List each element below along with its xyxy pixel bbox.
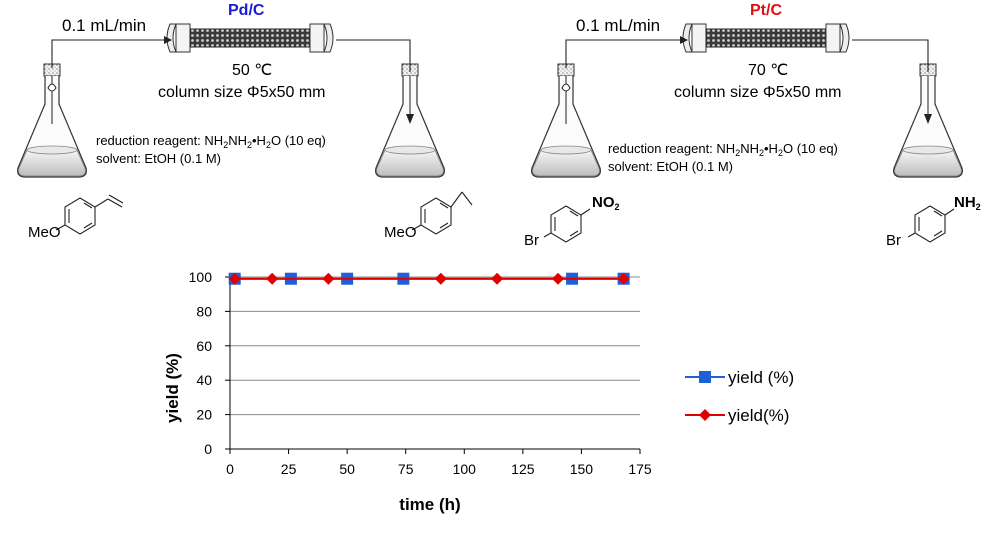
right-scheme (530, 23, 964, 243)
temperature-right: 70 ℃ (748, 62, 789, 79)
solvent-right: solvent: EtOH (0.1 M) (608, 159, 733, 174)
catalyst-label-left: Pd/C (228, 2, 265, 19)
left-scheme (16, 23, 473, 235)
flow-scheme (16, 23, 964, 243)
pdc-column (166, 23, 334, 53)
legend-marker-square (699, 371, 711, 383)
data-point-diamond (552, 272, 564, 285)
temperature-left: 50 ℃ (232, 62, 273, 79)
column-size-left: column size Φ5x50 mm (158, 84, 326, 101)
x-tick-label: 0 (226, 461, 234, 477)
substrate-structure-right (543, 205, 591, 243)
data-point-diamond (434, 272, 447, 285)
product-structure-right (907, 205, 955, 243)
y-axis-title: yield (%) (163, 353, 182, 423)
data-point-diamond (617, 272, 630, 285)
ptc-column (682, 23, 850, 53)
substrate-label-left: MeO (28, 224, 61, 241)
x-tick-label: 75 (398, 461, 414, 477)
x-tick-label: 25 (281, 461, 297, 477)
legend-marker-diamond (699, 409, 711, 421)
legend-label: yield(%) (728, 406, 789, 425)
data-point-diamond (491, 272, 504, 285)
catalyst-label-right: Pt/C (750, 2, 782, 19)
legend-label: yield (%) (728, 368, 794, 387)
product-label-left: MeO (384, 224, 417, 241)
x-tick-label: 150 (570, 461, 594, 477)
substrate-label-right: Br (524, 232, 539, 249)
data-point-diamond (266, 272, 279, 285)
x-tick-label: 175 (628, 461, 652, 477)
y-tick-label: 100 (189, 269, 213, 285)
y-tick-label: 80 (196, 303, 212, 319)
x-tick-label: 125 (511, 461, 535, 477)
flow-rate-left: 0.1 mL/min (62, 16, 147, 35)
solvent-left: solvent: EtOH (0.1 M) (96, 151, 221, 166)
x-tick-labels: 0 25 50 75 100 125 150 175 (226, 461, 652, 477)
x-tick-label: 100 (453, 461, 477, 477)
chart-grid (225, 276, 641, 454)
chart-series (228, 272, 630, 285)
amino-group-label: NH2 (954, 194, 981, 212)
y-tick-label: 0 (204, 441, 212, 457)
reagent-right: reduction reagent: NH2NH2•H2O (10 eq) (608, 141, 838, 158)
y-tick-label: 60 (196, 338, 212, 354)
x-axis-title: time (h) (399, 495, 460, 514)
product-label-right: Br (886, 232, 901, 249)
yield-chart: 0 20 40 60 80 100 0 25 50 75 100 125 150 175 yield (… (163, 269, 794, 514)
y-tick-label: 40 (196, 372, 212, 388)
reagent-left: reduction reagent: NH2NH2•H2O (10 eq) (96, 133, 326, 150)
flow-rate-right: 0.1 mL/min (576, 16, 661, 35)
x-tick-label: 50 (339, 461, 355, 477)
chart-legend: yield (%) yield(%) (685, 368, 794, 425)
nitro-group-label: NO2 (592, 194, 620, 212)
substrate-structure-left (55, 194, 124, 235)
data-point-diamond (228, 272, 241, 285)
data-point-diamond (322, 272, 335, 285)
product-structure-left (411, 191, 473, 235)
column-size-right: column size Φ5x50 mm (674, 84, 842, 101)
y-tick-label: 20 (196, 407, 212, 423)
y-tick-labels: 0 20 40 60 80 100 (189, 269, 213, 457)
